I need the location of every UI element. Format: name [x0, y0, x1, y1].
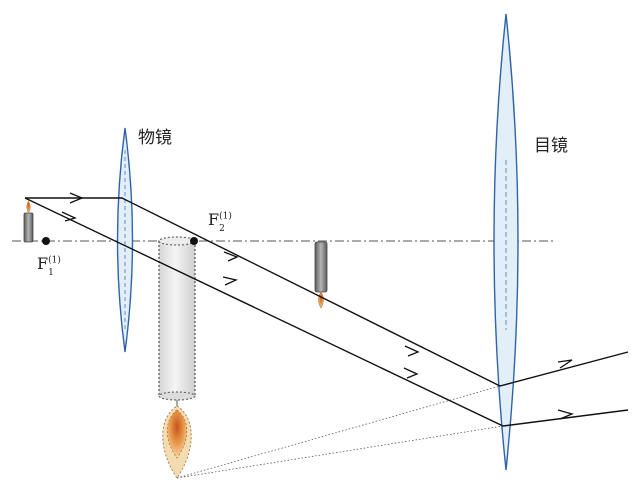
focal-label-f1-sup: (1) — [48, 255, 61, 266]
virtual-image-flame-inner — [166, 409, 188, 459]
focal-label-f2: F(1) 2 — [208, 210, 232, 234]
intermediate-image-candle — [314, 241, 328, 309]
focal-label-f1: F(1) 1 — [37, 254, 61, 278]
arrowhead — [69, 192, 84, 204]
virtual-image-candle — [158, 236, 196, 479]
focal-label-f1-letter: F — [37, 254, 49, 273]
focal-point-f2 — [190, 237, 198, 245]
arrowhead — [557, 409, 574, 420]
arrowhead — [61, 211, 77, 222]
focal-point-f1 — [42, 237, 50, 245]
virtual-ray-extension-2 — [176, 425, 504, 479]
focal-label-f2-sub: 2 — [219, 224, 225, 234]
ray-parallel — [25, 197, 629, 387]
arrowhead — [403, 367, 419, 379]
focal-label-f2-sup: (1) — [219, 211, 232, 222]
ray-arrowheads — [61, 192, 574, 420]
object-candle — [23, 200, 34, 243]
virtual-ray-extension-1 — [176, 385, 501, 479]
focal-label-f1-sub: 1 — [48, 268, 54, 278]
arrowhead — [223, 251, 239, 262]
arrowhead — [404, 345, 420, 357]
eyepiece-label: 目镜 — [534, 136, 568, 156]
objective-label: 物镜 — [138, 128, 172, 148]
arrowhead — [222, 276, 239, 286]
ray-central — [24, 197, 629, 427]
arrowhead — [557, 359, 573, 369]
focal-label-f2-letter: F — [208, 210, 220, 229]
